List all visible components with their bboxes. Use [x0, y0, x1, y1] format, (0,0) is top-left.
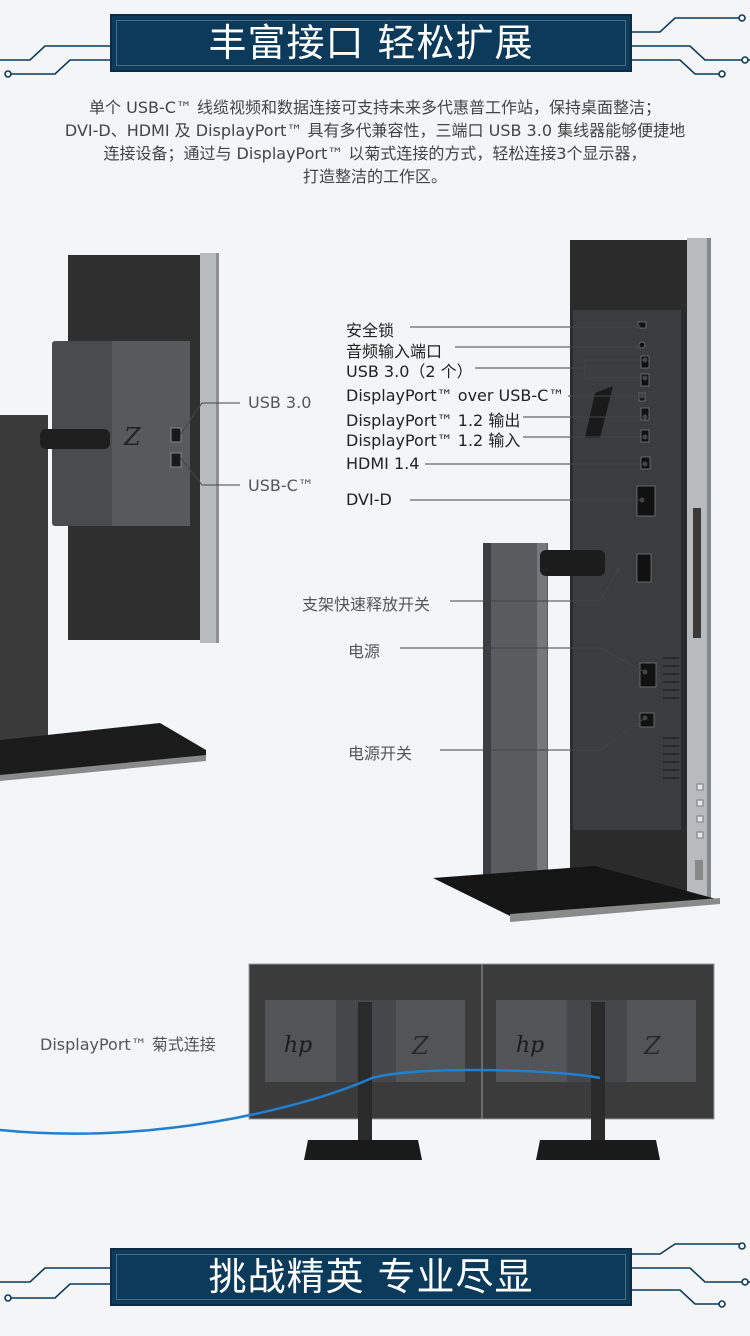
intro-line: DVI-D、HDMI 及 DisplayPort™ 具有多代兼容性，三端口 US…	[64, 121, 686, 140]
banner-bar	[110, 1248, 632, 1306]
power-switch-label: 电源开关	[348, 744, 413, 763]
side-port-leaders	[180, 402, 240, 486]
hdmi-label: HDMI 1.4	[346, 454, 420, 473]
top-banner: 丰富接口 轻松扩展	[0, 8, 750, 78]
intro-line: 连接设备；通过与 DisplayPort™ 以菊式连接的方式，轻松连接3个显示器…	[103, 144, 647, 163]
rear-monitor-image	[433, 238, 720, 922]
stand-release-label: 支架快速释放开关	[302, 595, 431, 614]
intro-line: 单个 USB-C™ 线缆视频和数据连接可支持未来多代惠普工作站，保持桌面整洁；	[89, 98, 661, 117]
bottom-banner: 挑战精英 专业尽显	[0, 1242, 750, 1312]
usb3-side-label: USB 3.0	[248, 393, 312, 412]
daisy-chain-image: hp Z hp Z	[0, 963, 715, 1160]
dp-out-label: DisplayPort™ 1.2 输出	[346, 411, 521, 430]
svg-text:Z: Z	[411, 1032, 430, 1060]
intro-text: 单个 USB-C™ 线缆视频和数据连接可支持未来多代惠普工作站，保持桌面整洁； …	[30, 96, 720, 188]
banner-title: 丰富接口 轻松扩展	[208, 21, 534, 65]
svg-text:Z: Z	[643, 1032, 662, 1060]
rear-port-leaders	[400, 324, 648, 751]
circuit-decoration-icon	[0, 1242, 750, 1308]
intro-line: 打造整洁的工作区。	[302, 167, 447, 186]
dp-over-usbc-label: DisplayPort™ over USB-C™	[346, 386, 565, 405]
security-lock-label: 安全锁	[346, 321, 395, 340]
svg-text:Z: Z	[123, 423, 142, 451]
side-monitor-image: Z	[0, 253, 219, 781]
dp-in-label: DisplayPort™ 1.2 输入	[346, 431, 521, 450]
usb3-rear-label: USB 3.0（2 个）	[346, 362, 473, 381]
usbc-side-label: USB-C™	[248, 476, 314, 495]
dvi-label: DVI-D	[346, 490, 392, 509]
svg-text:hp: hp	[284, 1033, 312, 1058]
svg-text:hp: hp	[516, 1033, 544, 1058]
power-label: 电源	[348, 642, 381, 661]
audio-in-label: 音频输入端口	[346, 342, 443, 361]
banner-bar	[110, 14, 632, 72]
circuit-decoration-icon	[0, 14, 750, 78]
daisy-chain-label: DisplayPort™ 菊式连接	[40, 1035, 216, 1054]
banner-title: 挑战精英 专业尽显	[208, 1255, 534, 1299]
